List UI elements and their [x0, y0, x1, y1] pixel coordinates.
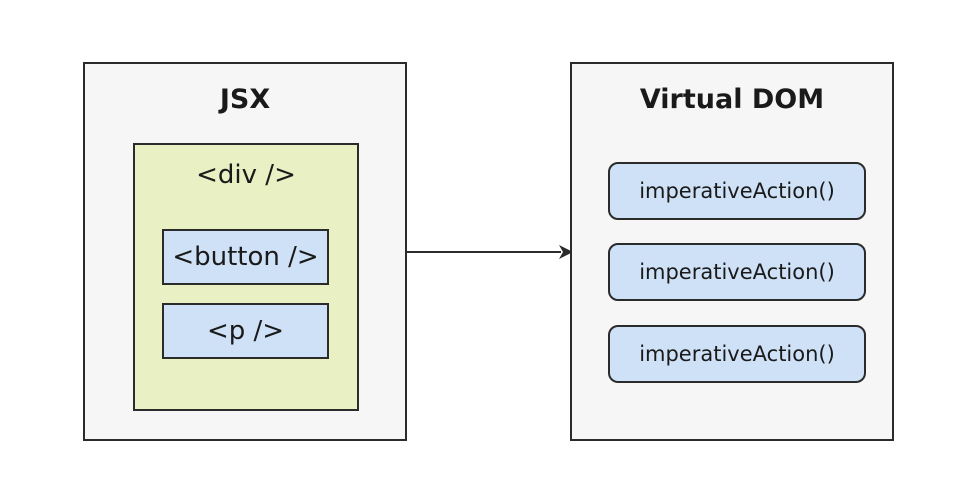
- virtual-dom-panel-title: Virtual DOM: [639, 84, 825, 115]
- arrowhead-icon: [559, 245, 573, 259]
- div-element-label: <div />: [196, 160, 296, 190]
- p-element-box: <p />: [162, 303, 329, 359]
- imperative-action-box: imperativeAction(): [608, 162, 866, 220]
- imperative-action-box: imperativeAction(): [608, 243, 866, 301]
- div-element-box: <div /> <button /> <p />: [133, 143, 359, 411]
- imperative-action-box: imperativeAction(): [608, 325, 866, 383]
- button-element-box: <button />: [162, 229, 329, 285]
- arrow-connector: [407, 245, 573, 259]
- jsx-panel-title: JSX: [219, 84, 271, 115]
- jsx-panel: JSX <div /> <button /> <p />: [83, 62, 407, 441]
- virtual-dom-panel: Virtual DOM imperativeAction() imperativ…: [570, 62, 894, 441]
